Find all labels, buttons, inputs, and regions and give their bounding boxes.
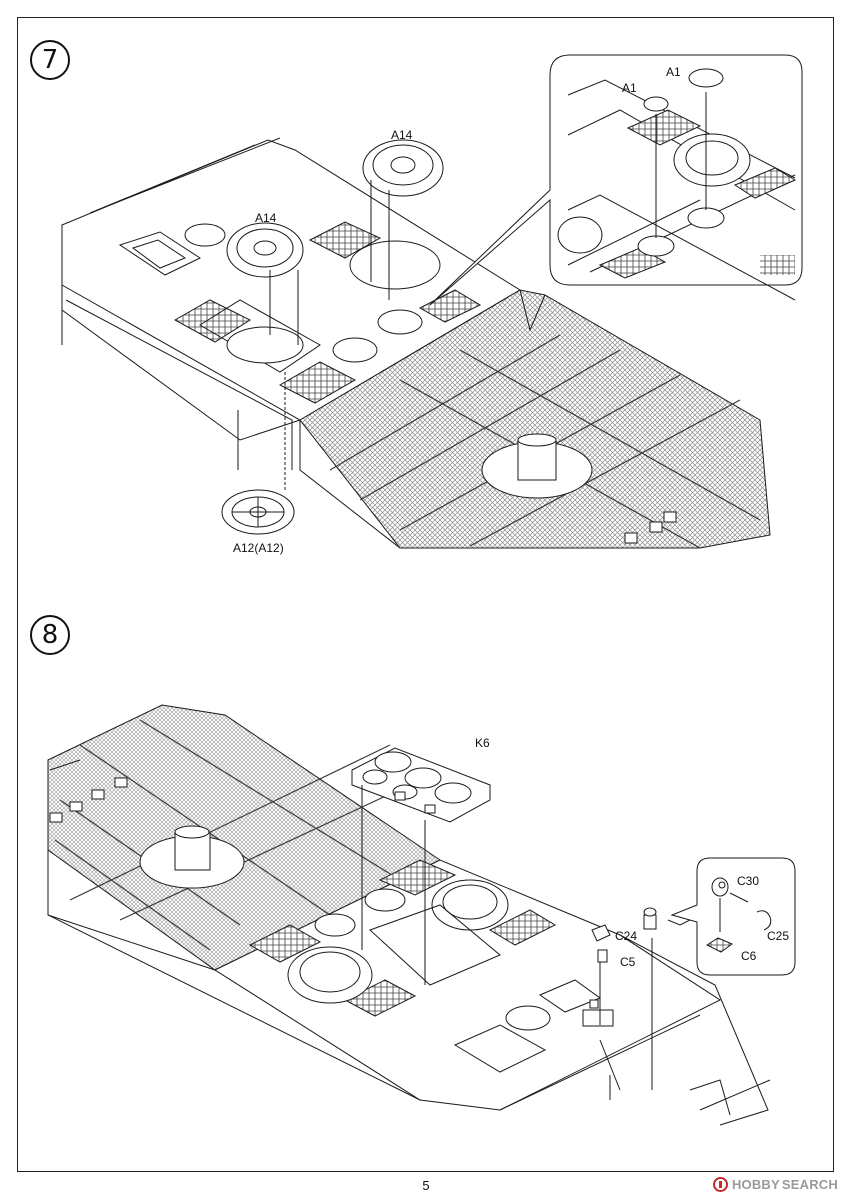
label-c5: C5 — [620, 955, 636, 969]
page-number: 5 — [422, 1178, 430, 1193]
step7-arrows — [237, 180, 390, 490]
step-8-number: 8 — [30, 615, 70, 655]
step7-hull — [61, 137, 521, 470]
label-a12: A12(A12) — [233, 541, 284, 555]
part-c24-c5 — [591, 907, 657, 963]
step8-detail-inset — [670, 857, 796, 976]
step7-detail-inset — [429, 54, 803, 306]
page-border — [17, 17, 834, 1172]
part-a14-top-fan — [362, 139, 444, 197]
label-c25: C25 — [767, 929, 790, 943]
hobby-search-logo-icon — [712, 1177, 728, 1192]
part-a12-impeller — [221, 489, 295, 535]
step7-deck-details — [118, 221, 482, 404]
watermark-hobby: HOBBY — [731, 1177, 780, 1192]
step-7-number: 7 — [30, 40, 70, 80]
label-c24: C24 — [615, 929, 638, 943]
label-a14-top: A14 — [391, 128, 413, 142]
label-a14-left: A14 — [255, 211, 277, 225]
step7-engine-deck — [299, 289, 771, 549]
step8-engine-deck — [47, 704, 441, 971]
part-k6-sheet — [351, 747, 491, 823]
part-a14-left-fan — [226, 222, 304, 278]
label-a1-right: A1 — [666, 65, 681, 79]
label-c6: C6 — [741, 949, 757, 963]
label-a1-left: A1 — [622, 81, 637, 95]
watermark: HOBBY SEARCH — [712, 1177, 838, 1192]
watermark-search: SEARCH — [781, 1177, 838, 1192]
step8-arrows — [361, 785, 701, 1100]
label-c30: C30 — [737, 874, 760, 888]
step8-deck-details — [248, 859, 614, 1073]
label-k6: K6 — [475, 736, 490, 750]
